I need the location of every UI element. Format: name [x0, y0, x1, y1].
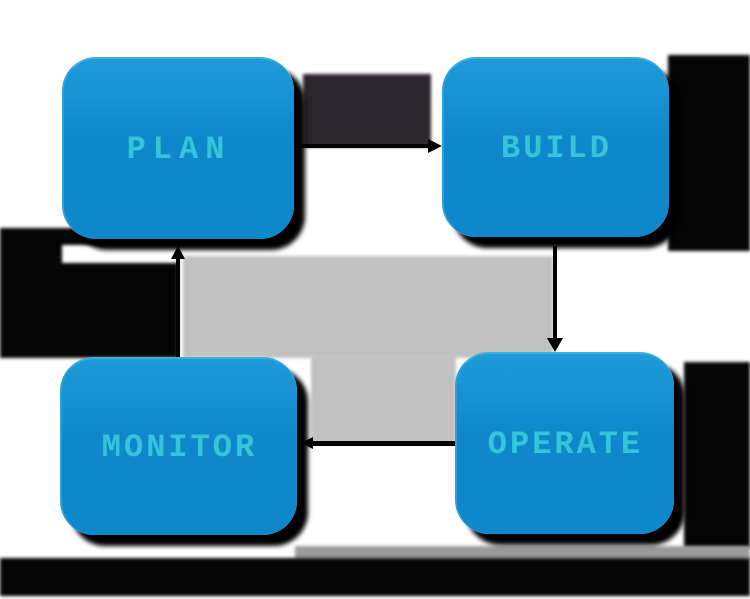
artifact-gray-bottom-band — [295, 546, 750, 559]
arrow-line — [310, 441, 457, 446]
arrow-line — [176, 258, 180, 358]
arrow-line — [553, 246, 557, 340]
node-monitor: MONITOR — [60, 357, 297, 535]
node-operate-label: OPERATE — [487, 425, 644, 463]
artifact-white-strip — [62, 245, 180, 263]
node-monitor-label: MONITOR — [101, 428, 258, 466]
artifact-gray-center — [183, 256, 553, 358]
node-plan: PLAN — [62, 57, 294, 239]
arrowhead-up-icon — [171, 246, 185, 259]
arrowhead-left-icon — [301, 437, 313, 449]
node-plan-label: PLAN — [126, 130, 232, 168]
artifact-dark-rect-top-center — [303, 74, 431, 147]
arrowhead-down-icon — [547, 338, 563, 352]
artifact-gray-corridor — [311, 356, 456, 443]
node-operate: OPERATE — [455, 352, 674, 534]
artifact-black-right-top — [668, 55, 750, 251]
node-build: BUILD — [442, 57, 669, 237]
arrowhead-right-icon — [428, 139, 442, 153]
arrow-line — [299, 144, 431, 148]
artifact-black-bottom-band — [0, 558, 750, 596]
node-build-label: BUILD — [500, 129, 612, 167]
artifact-black-right-mid — [684, 362, 750, 548]
